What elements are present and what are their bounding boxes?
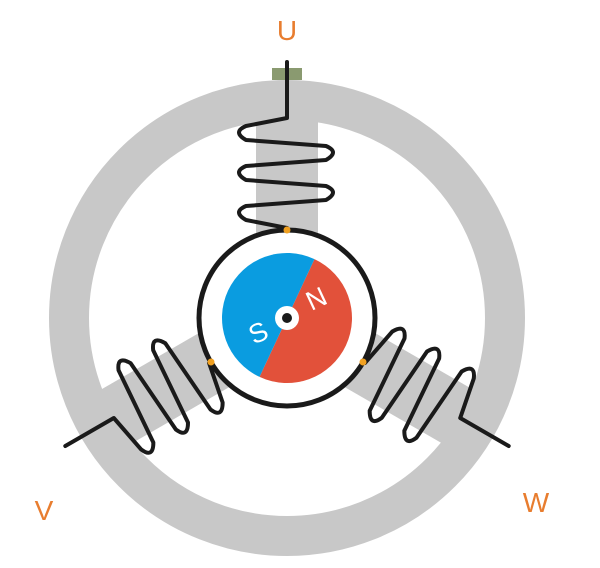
winding-u [237,60,335,232]
stator-pole-u [256,110,318,240]
stator-pole-w [339,330,483,449]
phase-label-v: V [35,495,54,526]
rotor-shaft-center [282,313,292,323]
contact-mark-v [207,358,215,366]
phase-label-u: U [277,15,297,46]
rotor-north-half [259,259,352,383]
rotor-south-half [222,253,315,377]
rotor-magnet [222,253,352,383]
phase-label-w: W [523,487,550,518]
contact-mark-u [283,226,291,234]
contact-mark-w [359,358,367,366]
winding-w [361,326,511,448]
stator-pole-v [91,330,235,449]
winding-v [63,338,225,455]
